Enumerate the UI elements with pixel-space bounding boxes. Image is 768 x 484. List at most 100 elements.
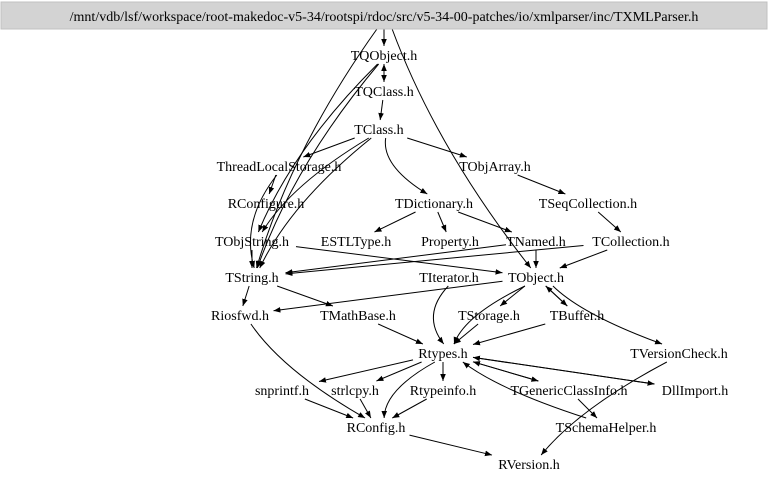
- edge-TStorage-to-Rtypes: [453, 323, 479, 345]
- edge-RConfig-to-RVersion: [409, 434, 493, 457]
- node-label: TNamed.h: [506, 235, 565, 250]
- edge-TCollection-to-TObject: [559, 249, 608, 269]
- node-label: Rtypes.h: [418, 347, 467, 362]
- node-TString[interactable]: TString.h: [225, 271, 278, 286]
- node-RVersion[interactable]: RVersion.h: [498, 458, 560, 473]
- node-label: TQObject.h: [351, 49, 417, 64]
- edge-TClass-to-TDictionary: [384, 137, 428, 195]
- edge-snprintf-to-RConfig: [304, 398, 354, 419]
- edge-TObject-to-TVersionCheck: [552, 285, 663, 345]
- edge-TGenericClassInfo-to-TSchemaHelper: [577, 398, 598, 419]
- node-Rtypes[interactable]: Rtypes.h: [418, 347, 467, 362]
- edge-ThreadLocalStorage-to-TString: [249, 174, 278, 269]
- edge-Rtypes-to-RConfig: [381, 361, 436, 419]
- node-TClass[interactable]: TClass.h: [354, 123, 403, 138]
- edge-TBuffer-to-Rtypes: [472, 323, 546, 346]
- edge-TDictionary-to-ESTLType: [374, 211, 416, 233]
- root-node[interactable]: /mnt/vdb/lsf/workspace/root-makedoc-v5-3…: [0, 1, 768, 30]
- edge-strlcpy-to-RConfig: [359, 398, 372, 419]
- edge-TQClass-to-TClass: [378, 99, 384, 121]
- node-label: ESTLType.h: [321, 235, 391, 250]
- node-label: ThreadLocalStorage.h: [217, 160, 342, 175]
- node-label: TSchemaHelper.h: [556, 421, 657, 436]
- node-TCollection[interactable]: TCollection.h: [592, 235, 669, 250]
- node-label: strlcpy.h: [331, 384, 379, 399]
- edge-TClass-to-ThreadLocalStorage: [303, 137, 355, 158]
- edge-TObject-to-Riosfwd: [273, 280, 503, 313]
- edge-TObject-to-TStorage: [499, 285, 526, 307]
- edge-Rtypes-to-strlcpy: [376, 361, 422, 382]
- node-label: TQClass.h: [354, 85, 414, 100]
- edge-TQObject-to-TString: [256, 63, 380, 269]
- node-label: TObjString.h: [215, 235, 289, 250]
- edge-Rtypeinfo-to-RConfig: [392, 398, 427, 419]
- edge-TObjArray-to-TSeqCollection: [517, 174, 566, 195]
- node-TObjString[interactable]: TObjString.h: [215, 235, 289, 250]
- node-label: TObjArray.h: [459, 160, 531, 175]
- edge-TBuffer-to-TObject: [545, 285, 568, 307]
- node-label: RConfig.h: [347, 421, 406, 436]
- edge-root-to-TString: [255, 28, 378, 269]
- node-RConfigure[interactable]: RConfigure.h: [228, 197, 305, 212]
- node-label: RConfigure.h: [228, 197, 305, 212]
- node-label: TStorage.h: [458, 309, 520, 324]
- node-TVersionCheck[interactable]: TVersionCheck.h: [630, 347, 728, 362]
- node-TQClass[interactable]: TQClass.h: [354, 85, 414, 100]
- node-TObject[interactable]: TObject.h: [508, 271, 564, 286]
- node-label: TBuffer.h: [550, 309, 605, 324]
- node-TNamed[interactable]: TNamed.h: [506, 235, 565, 250]
- edge-TObjString-to-TObject: [295, 246, 503, 275]
- node-ThreadLocalStorage[interactable]: ThreadLocalStorage.h: [217, 160, 342, 175]
- node-label: TClass.h: [354, 123, 403, 138]
- edge-DllImport-to-Rtypes: [472, 355, 655, 385]
- node-Rtypeinfo[interactable]: Rtypeinfo.h: [410, 384, 477, 399]
- edge-TCollection-to-TString: [285, 245, 584, 276]
- root-node-box: [0, 1, 768, 30]
- node-TQObject[interactable]: TQObject.h: [351, 49, 417, 64]
- node-label: TMathBase.h: [320, 309, 396, 324]
- node-label: snprintf.h: [255, 384, 309, 399]
- node-ESTLType[interactable]: ESTLType.h: [321, 235, 391, 250]
- node-TSchemaHelper[interactable]: TSchemaHelper.h: [556, 421, 657, 436]
- node-TSeqCollection[interactable]: TSeqCollection.h: [539, 197, 637, 212]
- edge-Rtypes-to-snprintf: [318, 359, 414, 383]
- edge-TString-to-Riosfwd: [242, 285, 250, 307]
- node-label: TGenericClassInfo.h: [510, 384, 627, 399]
- node-snprintf[interactable]: snprintf.h: [255, 384, 309, 399]
- node-TGenericClassInfo[interactable]: TGenericClassInfo.h: [510, 384, 627, 399]
- edge-TMathBase-to-Rtypes: [377, 323, 424, 345]
- node-TDictionary[interactable]: TDictionary.h: [395, 197, 473, 212]
- node-RConfig[interactable]: RConfig.h: [347, 421, 406, 436]
- node-label: Rtypeinfo.h: [410, 384, 477, 399]
- edge-root-to-TObject: [391, 28, 532, 269]
- edge-TQObject-to-TObjString: [257, 63, 378, 233]
- node-TIterator[interactable]: TIterator.h: [419, 271, 478, 286]
- node-TBuffer[interactable]: TBuffer.h: [550, 309, 605, 324]
- root-node-label: /mnt/vdb/lsf/workspace/root-makedoc-v5-3…: [70, 10, 699, 25]
- edge-TDictionary-to-TNamed: [457, 211, 513, 233]
- node-label: TVersionCheck.h: [630, 347, 728, 362]
- edge-TString-to-TMathBase: [276, 285, 334, 307]
- node-Property[interactable]: Property.h: [421, 235, 479, 250]
- node-Riosfwd[interactable]: Riosfwd.h: [211, 309, 269, 324]
- node-TObjArray[interactable]: TObjArray.h: [459, 160, 531, 175]
- edge-TSchemaHelper-to-Rtypes: [462, 361, 587, 419]
- node-DllImport[interactable]: DllImport.h: [662, 384, 729, 399]
- edge-TDictionary-to-Property: [437, 211, 447, 233]
- node-strlcpy[interactable]: strlcpy.h: [331, 384, 379, 399]
- edge-TIterator-to-Rtypes: [432, 285, 449, 345]
- edge-TClass-to-TObjArray: [407, 137, 467, 158]
- node-TMathBase[interactable]: TMathBase.h: [320, 309, 396, 324]
- node-label: Property.h: [421, 235, 479, 250]
- node-label: DllImport.h: [662, 384, 729, 399]
- node-TStorage[interactable]: TStorage.h: [458, 309, 520, 324]
- edge-TVersionCheck-to-RVersion: [540, 361, 668, 456]
- edge-Riosfwd-to-RConfig: [250, 323, 366, 419]
- node-label: RVersion.h: [498, 458, 560, 473]
- edge-TSeqCollection-to-TCollection: [597, 211, 622, 233]
- nodes: TQObject.hTQClass.hTClass.hThreadLocalSt…: [211, 49, 728, 473]
- edge-TGenericClassInfo-to-Rtypes: [472, 361, 539, 382]
- node-label: Riosfwd.h: [211, 309, 269, 324]
- node-label: TDictionary.h: [395, 197, 473, 212]
